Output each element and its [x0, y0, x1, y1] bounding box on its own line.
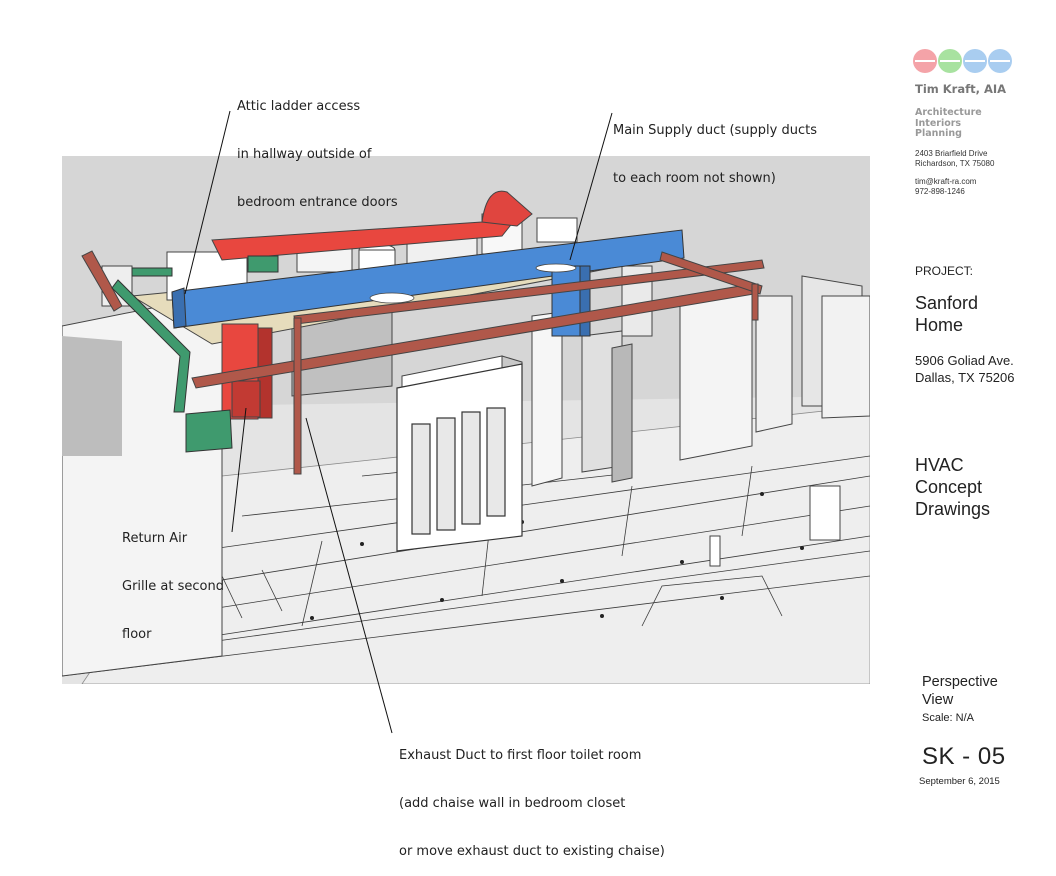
project-address-line-1: 5906 Goliad Ave.	[915, 353, 1014, 368]
main-supply-duct	[171, 229, 685, 337]
attic-ladder-note: Attic ladder access in hallway outside o…	[237, 67, 398, 227]
project-name-line-2: Home	[915, 315, 964, 335]
drawing-title-line-2: Concept	[915, 477, 983, 497]
project-name-line-1: Sanford	[915, 293, 979, 313]
address-line-1: 2403 Briarfield Drive	[915, 149, 988, 158]
firm-address: 2403 Briarfield Drive Richardson, TX 750…	[915, 149, 994, 168]
exhaust-duct-note: Exhaust Duct to first floor toilet room …	[399, 716, 665, 876]
left-wall-side	[62, 336, 122, 456]
return-note-line-3: floor	[122, 627, 152, 642]
logo-circle-red	[913, 49, 937, 73]
exhaust-duct	[81, 250, 765, 475]
drawing-date: September 6, 2015	[919, 776, 1000, 787]
view-title-line-2: View	[922, 692, 954, 708]
attic-note-line-1: Attic ladder access	[237, 99, 361, 114]
deck-penetration	[369, 292, 415, 304]
door-frame	[396, 363, 523, 552]
hvac-perspective-drawing	[62, 156, 870, 684]
right-walls	[709, 295, 870, 567]
attic-note-line-3: bedroom entrance doors	[237, 195, 398, 210]
logo-circle-blue	[963, 49, 987, 73]
firm-contact: tim@kraft-ra.com 972-898-1246	[915, 177, 976, 196]
return-air-note: Return Air Grille at second floor	[122, 499, 224, 659]
contact-email: tim@kraft-ra.com	[915, 177, 977, 186]
contact-phone: 972-898-1246	[915, 186, 965, 196]
view-title: Perspective View	[922, 673, 998, 709]
view-title-line-1: Perspective	[922, 674, 998, 690]
project-address-line-2: Dallas, TX 75206	[915, 370, 1015, 385]
return-note-line-1: Return Air	[122, 531, 188, 546]
return-note-line-2: Grille at second	[122, 579, 224, 594]
logo-circle-green	[938, 49, 962, 73]
logo-circle-blue-2	[988, 49, 1012, 73]
service-interiors: Interiors	[915, 117, 962, 129]
drawing-scale: Scale: N/A	[922, 712, 974, 724]
drawing-title-line-3: Drawings	[915, 499, 991, 519]
firm-logo	[913, 49, 1017, 73]
firm-services: Architecture Interiors Planning	[915, 107, 982, 140]
project-address: 5906 Goliad Ave. Dallas, TX 75206	[915, 352, 1015, 386]
drawing-title: HVAC Concept Drawings	[915, 454, 990, 520]
main-supply-note: Main Supply duct (supply ducts to each r…	[613, 91, 817, 203]
deck-penetration-2	[535, 263, 577, 273]
exhaust-note-line-3: or move exhaust duct to existing chaise)	[399, 844, 665, 859]
sheet-number: SK - 05	[922, 743, 1006, 770]
service-architecture: Architecture	[915, 107, 982, 118]
supply-note-line-2: to each room not shown)	[613, 171, 776, 186]
drawing-title-line-1: HVAC	[915, 455, 964, 475]
supply-note-line-1: Main Supply duct (supply ducts	[613, 123, 818, 138]
firm-name: Tim Kraft, AIA	[915, 82, 1007, 96]
exhaust-note-line-1: Exhaust Duct to first floor toilet room	[399, 748, 642, 763]
address-line-2: Richardson, TX 75080	[915, 158, 995, 168]
exhaust-note-line-2: (add chaise wall in bedroom closet	[399, 796, 626, 811]
service-planning: Planning	[915, 128, 962, 139]
green-return-grille-duct	[111, 255, 279, 453]
project-name: Sanford Home	[915, 292, 978, 336]
project-label: PROJECT:	[915, 264, 974, 278]
attic-note-line-2: in hallway outside of	[237, 147, 372, 162]
